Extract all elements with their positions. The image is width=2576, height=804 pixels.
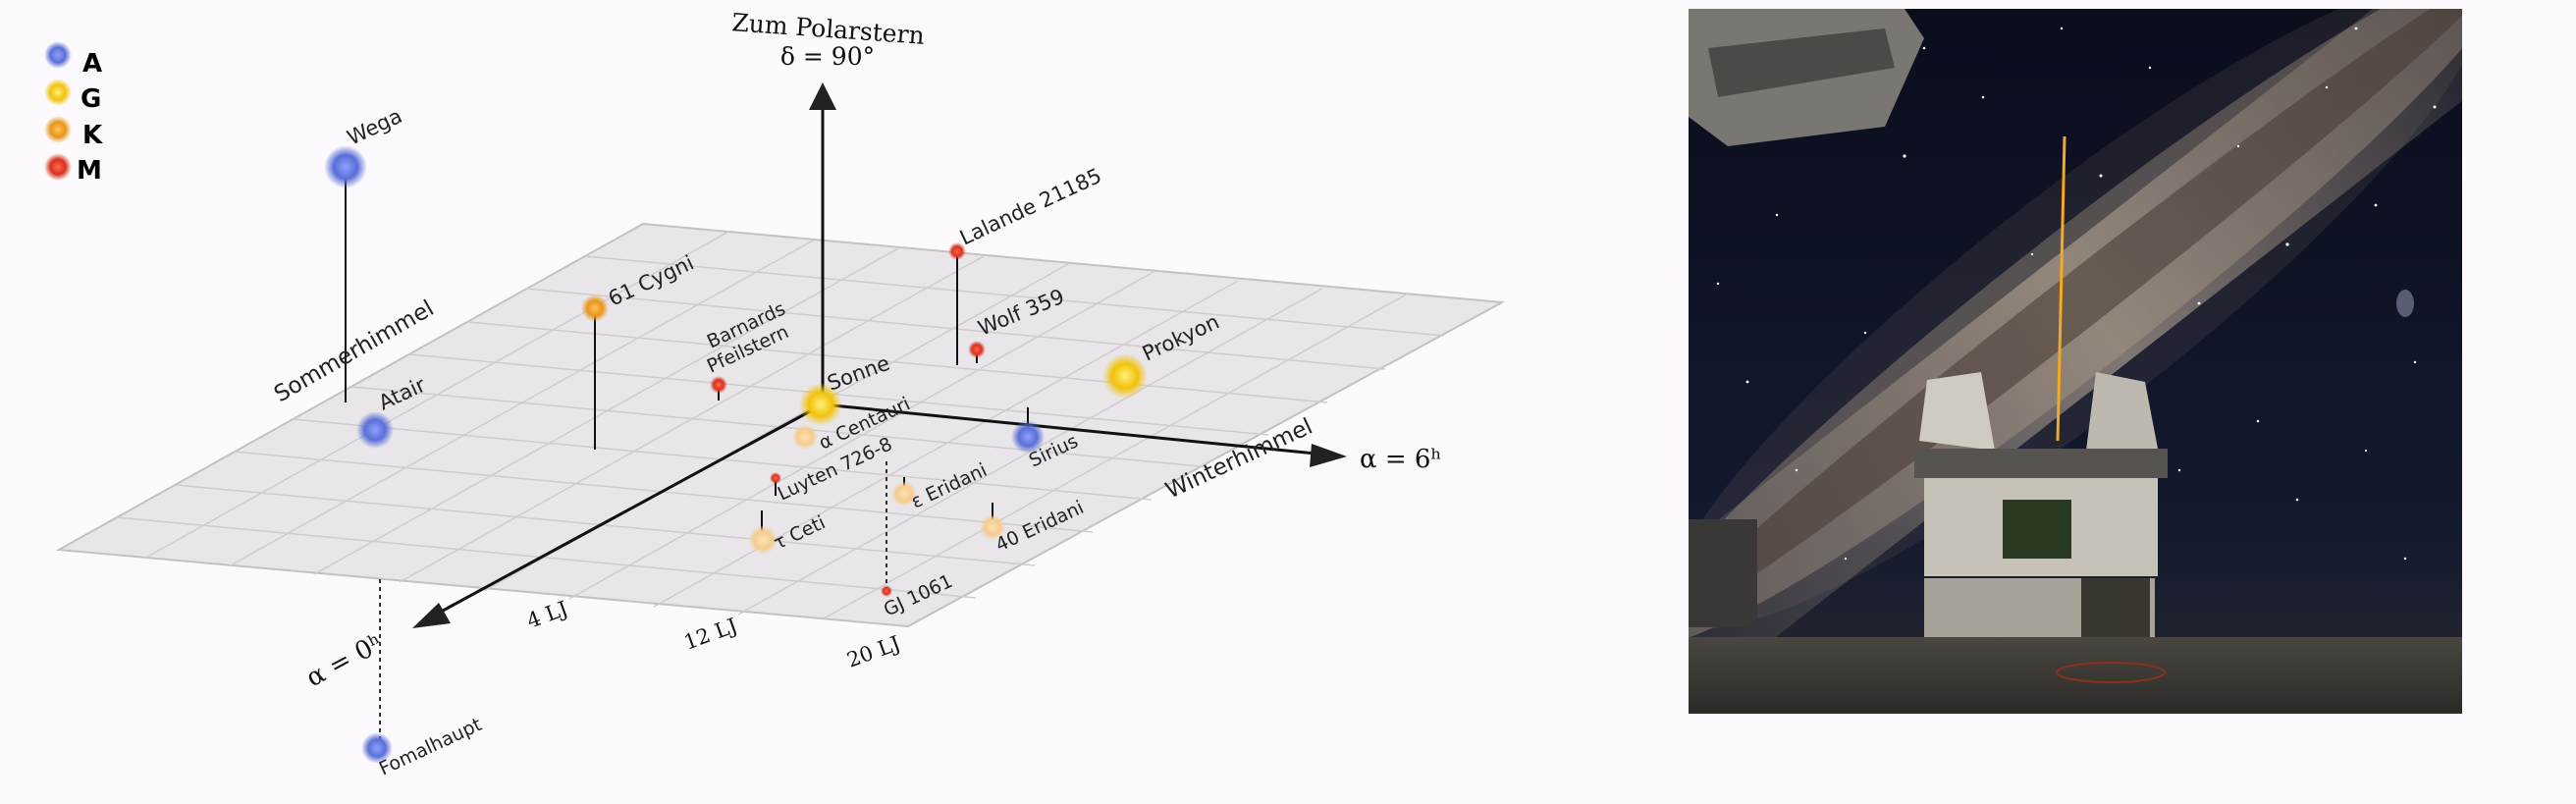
ground-marking [2056,662,2166,683]
legend-item-a: A [44,41,102,79]
coordinate-axes [412,82,1347,628]
neighbour-building-left [1689,519,1757,627]
star-40-eridani [980,514,1005,540]
star-field [1716,27,2437,561]
laser-beam [2056,135,2066,442]
star-sirius [1011,420,1045,454]
observatory-photo [1689,9,2462,714]
legend-item-g: G [44,79,101,114]
legend-swatch-m [44,153,72,181]
star-eridani-e [891,481,917,507]
star-barnard [710,376,727,394]
distance-tick-12: 12 LJ [681,614,741,655]
star-prokyon [1102,353,1148,399]
legend-item-k: K [44,116,103,150]
magellanic-cloud [2396,290,2414,317]
legend-label-g: G [80,84,101,114]
star-alpha-centauri [792,424,818,450]
label-wega: Wega [344,104,405,150]
milky-way-band [1689,9,2462,714]
dashed-stems [379,461,887,746]
legend-swatch-k [44,116,72,143]
star-sonne [799,383,842,426]
star-fomalhaut [361,732,393,764]
legend-swatch-g [44,79,72,106]
distance-tick-4: 4 LJ [524,597,571,633]
star-lalande [948,242,966,260]
z-axis-label-line2: δ = 90° [780,42,875,71]
y-axis-label: α = 0ʰ [301,628,388,693]
z-axis-arrow [809,82,836,110]
spectral-class-legend: A G K M [44,41,103,186]
y-axis-arrow [412,603,451,628]
legend-label-k: K [82,121,103,150]
star-61-cygni [581,295,609,322]
ground-platform [1689,637,2462,714]
legend-item-m: M [44,153,102,186]
legend-label-m: M [77,156,102,186]
star-tau-ceti [748,525,778,555]
x-axis-arrow [1310,444,1347,467]
star-wega [324,145,367,188]
star-neighbourhood-diagram: A G K M [44,8,1506,780]
legend-label-a: A [82,49,102,79]
y-axis [431,402,824,618]
stars [324,145,1148,764]
x-axis [822,402,1326,456]
star-luyten [770,472,781,484]
star-wolf [968,341,986,358]
distance-tick-20: 20 LJ [844,631,904,672]
star-atair [356,411,394,449]
x-axis-label: α = 6ʰ [1360,445,1442,474]
star-gj1061 [881,585,892,597]
legend-swatch-a [44,41,72,69]
neighbour-dome-top-left [1689,9,1924,146]
label-lalande: Lalande 21185 [956,164,1105,250]
